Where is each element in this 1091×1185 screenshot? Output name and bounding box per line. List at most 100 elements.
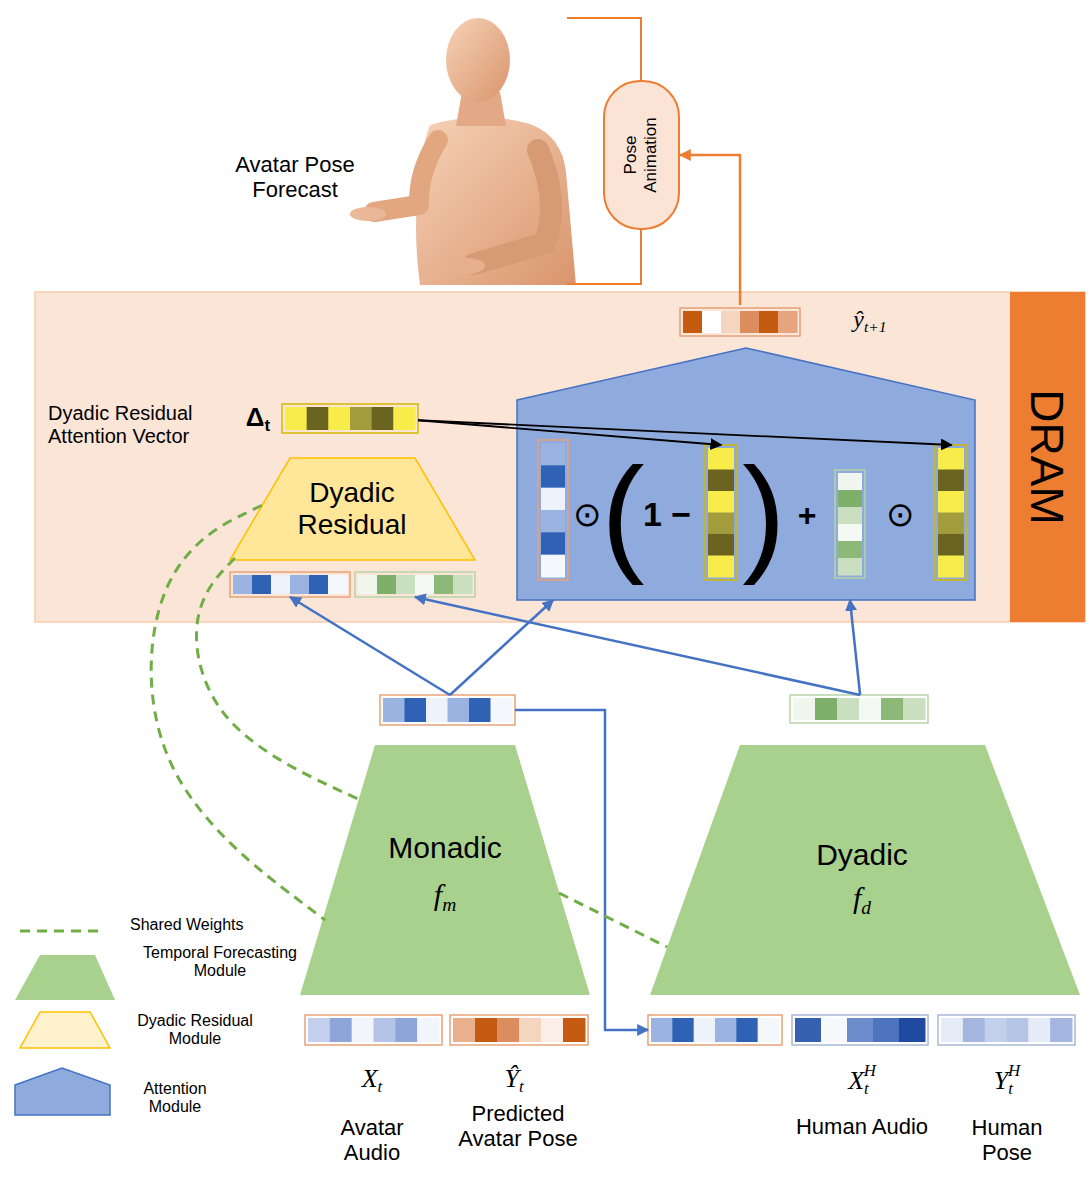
vector-cell: [541, 1018, 564, 1042]
vector-cell: [415, 575, 435, 594]
vector-cell: [417, 1018, 439, 1042]
vector-cell: [1007, 1018, 1029, 1042]
text-part: X: [362, 1064, 378, 1093]
node-text: ŷt+1: [853, 306, 886, 336]
vector-cell: [838, 541, 862, 559]
node-text: 1 −: [643, 495, 691, 534]
text-part: t: [519, 1077, 524, 1096]
text-part: t+1: [864, 318, 887, 335]
vector-cell: [708, 470, 734, 492]
vector-cell: [1028, 1018, 1050, 1042]
feature-vector: [380, 695, 515, 725]
vector-outline: [355, 572, 475, 597]
vector-cell: [847, 1018, 874, 1042]
feature-vector: [938, 1015, 1075, 1045]
feature-vector: [305, 1015, 442, 1045]
vector-cell: [838, 524, 862, 542]
text-part: f: [853, 881, 861, 914]
vector-cell: [434, 575, 454, 594]
avatar-head: [446, 18, 510, 102]
vector-outline: [380, 695, 515, 725]
vector-cell: [938, 448, 964, 470]
vector-cell: [708, 448, 734, 470]
vector-cell: [837, 698, 860, 720]
vector-cell: [708, 491, 734, 513]
text-part: ŷ: [853, 306, 864, 332]
text-part: t: [1008, 1079, 1013, 1098]
legend-text: Attention Module: [130, 1080, 220, 1117]
shared-weight-link: [559, 893, 667, 947]
avatar-hand: [350, 207, 386, 221]
vector-cell: [497, 1018, 520, 1042]
text-part: t: [378, 1077, 383, 1096]
vector-outline: [680, 308, 800, 336]
vector-cell: [426, 698, 448, 722]
vector-outline: [305, 1015, 442, 1045]
text-part: H: [1008, 1061, 1020, 1080]
legend-trapezoid-sample: [20, 1012, 110, 1048]
vector-cell: [475, 1018, 498, 1042]
vector-cell: [350, 407, 372, 430]
feature-vector: [790, 695, 928, 723]
vector-cell: [838, 558, 862, 576]
vector-cell: [702, 311, 722, 333]
attention-module: ⊙(1 −)+⊙: [517, 348, 975, 600]
input-vectors: [305, 1015, 588, 1045]
bracket-line: [567, 230, 641, 284]
vector-cell: [683, 311, 703, 333]
avatar-figure: [350, 18, 576, 285]
feature-vector: [648, 1015, 782, 1045]
vector-cell: [252, 575, 272, 594]
feature-vector: [355, 572, 475, 597]
text-part: H: [864, 1061, 876, 1080]
vector-cell: [694, 1018, 716, 1042]
avatar-hand: [447, 258, 485, 274]
vector-cell: [541, 488, 565, 511]
vector-outline: [450, 1015, 588, 1045]
text-part: m: [442, 894, 456, 915]
caption-label: Human Audio: [796, 1114, 928, 1139]
vector-cell: [448, 698, 470, 722]
animation-box: Pose Animation: [603, 80, 680, 230]
band-strip: [1010, 292, 1085, 622]
legend-text: Dyadic Residual Module: [130, 1012, 260, 1049]
vector-cell: [372, 407, 394, 430]
vector-cell: [374, 1018, 396, 1042]
vector-cell: [985, 1018, 1007, 1042]
legend-samples: [15, 931, 115, 1115]
legend-text: Shared Weights: [130, 916, 244, 934]
vector-cell: [838, 473, 862, 491]
legend-text: Temporal Forecasting Module: [130, 944, 310, 981]
vector-cell: [541, 443, 565, 466]
feature-vector: [282, 404, 418, 433]
vector-cell: [541, 555, 565, 578]
vector-cell: [377, 575, 397, 594]
vector-cell: [541, 510, 565, 533]
monadic-module: Monadicfm: [300, 695, 590, 995]
feature-vector: [230, 572, 350, 597]
vector-cell: [393, 407, 415, 430]
text-part: d: [861, 897, 871, 918]
vector-cell: [453, 1018, 476, 1042]
vector-cell: [672, 1018, 694, 1042]
dram-band: ŷt+1Dyadic Residual Attention VectorΔtDy…: [35, 292, 1085, 622]
vector-cell: [405, 698, 427, 722]
vector-cell: [938, 470, 964, 492]
vector-cell: [330, 1018, 352, 1042]
node-text: Dyadic: [816, 838, 908, 873]
vector-cell: [708, 534, 734, 556]
vector-cell: [541, 465, 565, 488]
vector-outline: [835, 470, 865, 578]
vector-cell: [395, 1018, 417, 1042]
text-part: t: [265, 416, 271, 435]
vector-cell: [903, 698, 926, 720]
vector-outline: [282, 404, 418, 433]
text-part: Ŷ: [504, 1064, 518, 1093]
vector-outline: [705, 445, 737, 580]
vector-cell: [708, 556, 734, 578]
vector-cell: [453, 575, 473, 594]
node-text: ⊙: [573, 495, 601, 534]
vector-cell: [651, 1018, 673, 1042]
